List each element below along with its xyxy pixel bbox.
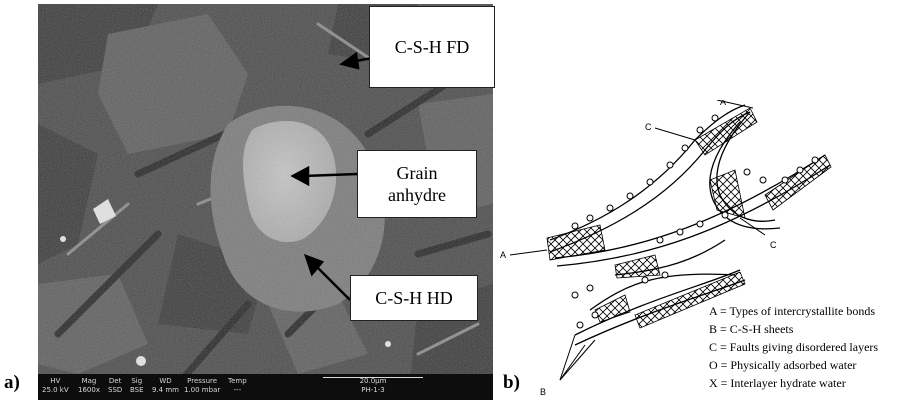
legend-item-b: B = C-S-H sheets	[709, 322, 794, 336]
diagram-label-a-top: A	[720, 100, 726, 107]
diagram-label-c-right: C	[770, 240, 777, 250]
legend-item-c: C = Faults giving disordered layers	[709, 340, 879, 354]
scale-bar-line	[323, 377, 423, 380]
scale-bar: 20.0µm PH-1-3	[318, 377, 428, 395]
diagram-label-c-top: C	[645, 122, 652, 132]
callout-csh-hd-text: C-S-H HD	[375, 288, 453, 308]
diagram-legend: A = Types of intercrystallite bonds B = …	[709, 302, 878, 392]
callout-csh-hd: C-S-H HD	[350, 275, 478, 321]
legend-item-x: X = Interlayer hydrate water	[709, 376, 846, 390]
callout-csh-fd: C-S-H FD	[369, 6, 495, 88]
csh-structure-diagram: A C A C B	[500, 100, 832, 397]
panel-b-label: b)	[503, 372, 520, 393]
diagram-label-b: B	[540, 387, 546, 397]
legend-item-o: O = Physically adsorbed water	[709, 358, 857, 372]
sample-id: PH-1-3	[361, 386, 385, 394]
callout-grain-anhydre: Grain anhydre	[357, 150, 477, 218]
diagram-label-a-left: A	[500, 250, 506, 260]
callout-grain-line1: Grain	[396, 163, 438, 183]
legend-item-a: A = Types of intercrystallite bonds	[709, 304, 876, 318]
info-cell-temp: Temp---	[228, 377, 247, 394]
callout-grain-line2: anhydre	[388, 185, 446, 205]
callout-csh-fd-text: C-S-H FD	[394, 37, 470, 57]
scale-bar-label: 20.0µm	[359, 377, 387, 385]
panel-a-label: a)	[4, 372, 20, 393]
